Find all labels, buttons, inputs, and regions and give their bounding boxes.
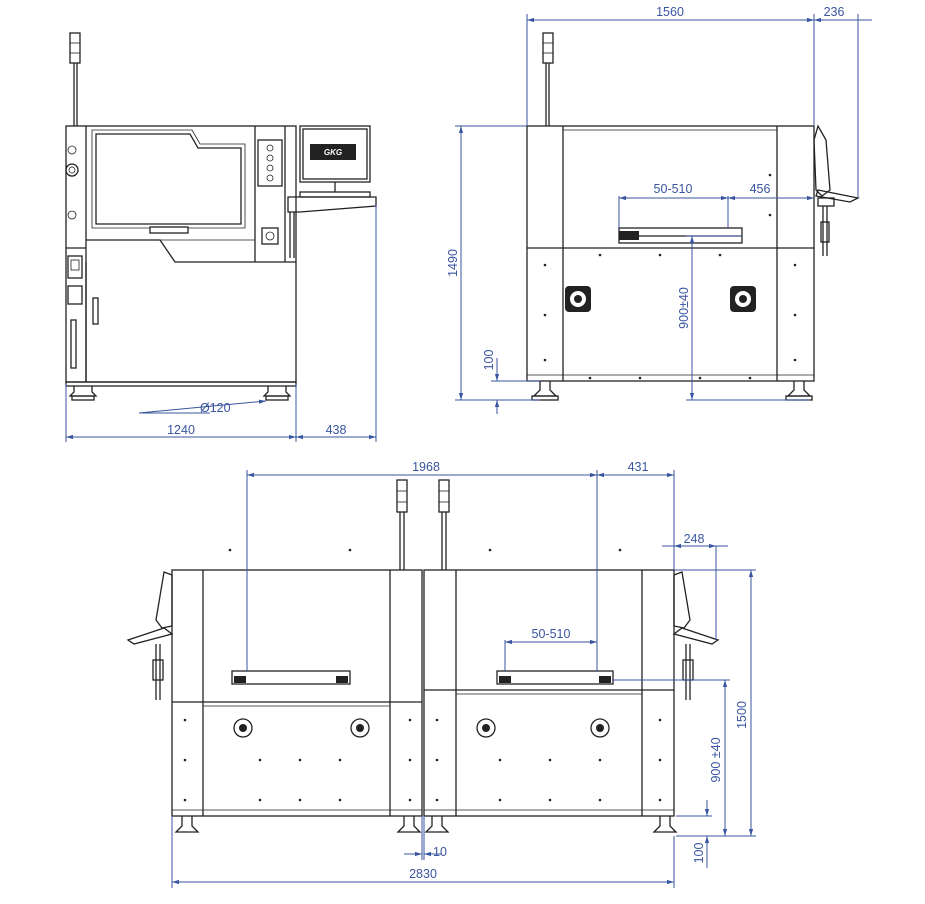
dim-overall-height: 1490 xyxy=(446,249,460,277)
dim-track-edge-offset: 456 xyxy=(750,182,771,196)
monitor: GKG xyxy=(287,125,377,258)
dim-foot-clearance-dual: 100 xyxy=(692,843,706,864)
dim-foot-diameter: Ø120 xyxy=(200,401,231,415)
dim-overall-height-dual: 1500 xyxy=(735,701,749,729)
side-fan-right xyxy=(730,286,756,312)
dim-conveyor-height: 900±40 xyxy=(677,287,691,329)
dim-machine-gap: 10 xyxy=(433,845,447,859)
dim-conveyor-height-dual: 900 ±40 xyxy=(709,737,723,782)
dim-machine-width: 1240 xyxy=(167,423,195,437)
dim-monitor-overhang: 236 xyxy=(824,5,845,19)
front-view: GKG Ø120 1240 438 xyxy=(65,32,377,442)
side-fan-left xyxy=(565,286,591,312)
dim-track-width-range-dual: 50-510 xyxy=(532,627,571,641)
dual-machine-view: 1968 431 248 50-510 1500 900 ±40 100 10 … xyxy=(126,460,756,888)
dim-overall-depth: 1560 xyxy=(656,5,684,19)
signal-tower xyxy=(69,32,81,126)
dim-track-width-range: 50-510 xyxy=(654,182,693,196)
dim-track-offset-right: 431 xyxy=(628,460,649,474)
dim-foot-clearance: 100 xyxy=(482,350,496,371)
side-view: 1560 236 1490 100 50-510 456 900±40 xyxy=(446,5,872,414)
dim-track-span: 1968 xyxy=(412,460,440,474)
dim-overall-length: 2830 xyxy=(409,867,437,881)
dim-monitor-arm-reach: 438 xyxy=(326,423,347,437)
dim-monitor-offset: 248 xyxy=(684,532,705,546)
brand-logo: GKG xyxy=(324,148,342,157)
